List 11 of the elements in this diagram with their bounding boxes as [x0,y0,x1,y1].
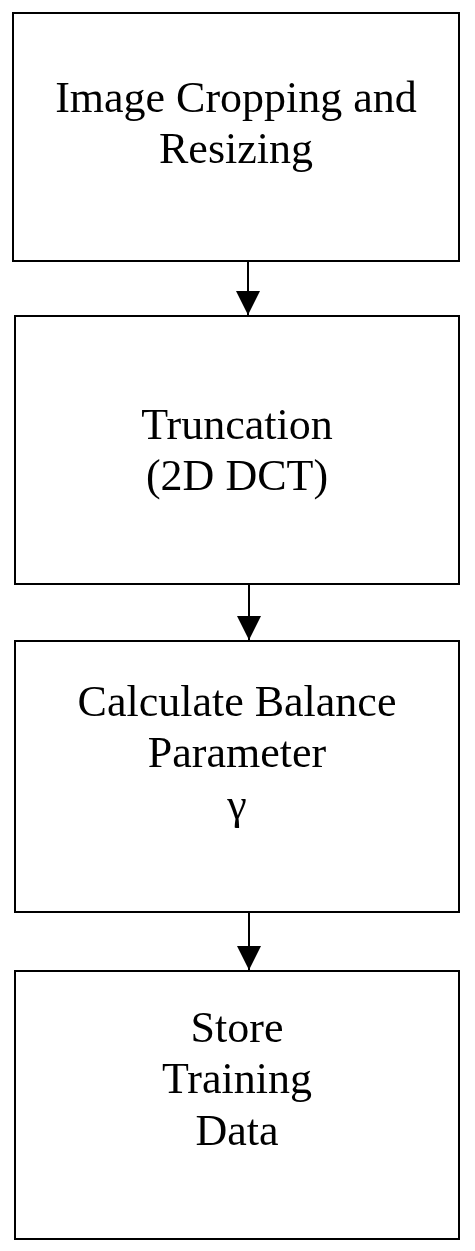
arrow [236,261,260,316]
arrow [237,912,261,971]
process-box [14,640,460,913]
process-box [14,315,460,585]
box-label: γ [227,778,247,831]
box-label: Store Training Data [161,1002,313,1157]
box-label: Truncation (2D DCT) [140,399,334,502]
process-box [12,12,460,262]
process-box [14,970,460,1240]
arrow [237,584,261,641]
box-label: Image Cropping and Resizing [54,72,418,175]
